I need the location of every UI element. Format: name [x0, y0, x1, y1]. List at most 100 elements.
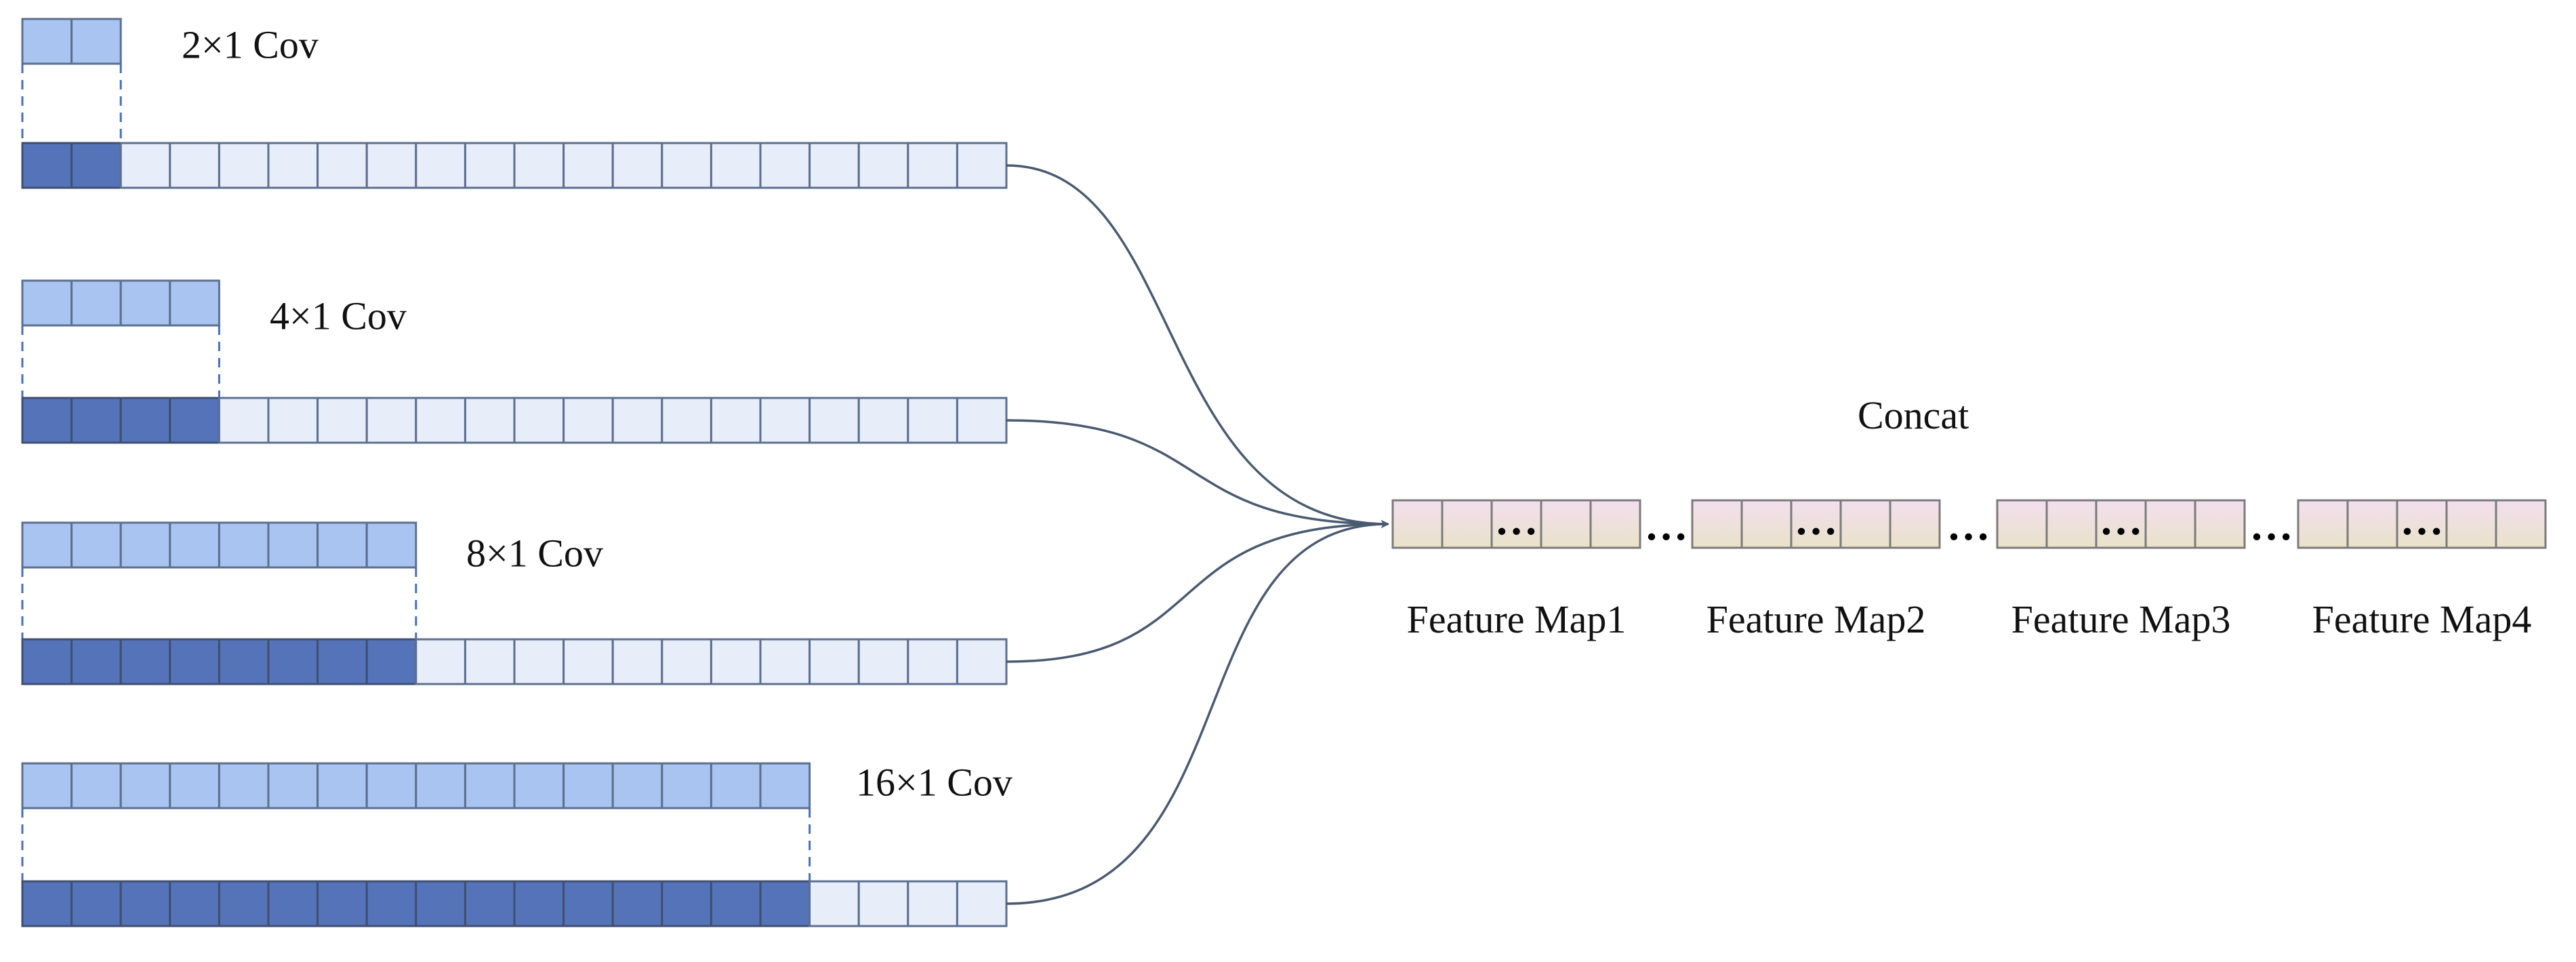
covered-sequence-cell	[169, 397, 220, 444]
kernel-cell	[70, 762, 122, 809]
feature-map: …Feature Map4	[2297, 496, 2547, 641]
sequence-cell	[661, 142, 712, 189]
kernel-cell	[365, 521, 417, 569]
kernel-cell	[316, 762, 368, 809]
sequence-cell	[759, 397, 811, 444]
feature-maps: …Feature Map1……Feature Map2……Feature Map…	[1391, 496, 2547, 641]
sequence-cell	[759, 638, 811, 685]
covered-sequence-cell	[119, 397, 171, 444]
feature-map-label: Feature Map4	[2312, 597, 2532, 641]
sequence-cell	[759, 142, 811, 189]
kernel-cell	[21, 762, 73, 809]
covered-sequence-cell	[119, 880, 171, 927]
covered-sequence-cell	[563, 880, 614, 927]
connector-arrow	[1006, 520, 1389, 905]
kernel-cell	[70, 279, 122, 327]
sequence-cell	[857, 880, 909, 927]
feature-map-cell	[2194, 499, 2246, 549]
kernel-label: 16×1 Cov	[856, 760, 1013, 804]
feature-map-cell	[2495, 499, 2547, 549]
kernel-cell	[316, 521, 368, 569]
kernel-cell	[21, 521, 73, 569]
sequence-cell	[611, 638, 663, 685]
kernel-cell	[759, 762, 811, 809]
sequence-cell	[710, 638, 762, 685]
feature-map: …Feature Map2	[1691, 496, 1941, 641]
kernel-cell	[218, 762, 270, 809]
feature-map-cell	[2346, 499, 2398, 549]
sequence-cell	[365, 142, 417, 189]
sequence-cell	[563, 142, 614, 189]
sequence-cell	[809, 880, 860, 927]
feature-map-label: Feature Map2	[1706, 597, 1926, 641]
sequence-cell	[464, 142, 516, 189]
kernel-cell	[21, 279, 73, 327]
sequence-cell	[464, 397, 516, 444]
feature-map-label: Feature Map3	[2011, 597, 2231, 641]
kernel-cell	[21, 18, 73, 65]
sequence-cell	[907, 880, 958, 927]
kernel-cell	[119, 521, 171, 569]
kernel-cell	[70, 521, 122, 569]
kernel-cell	[661, 762, 712, 809]
covered-sequence-cell	[316, 880, 368, 927]
sequence-cell	[956, 397, 1008, 444]
sequence-cell	[907, 638, 958, 685]
covered-sequence-cell	[70, 397, 122, 444]
conv-rows: 2×1 Cov 4×1 Cov 8×1 Cov 16×1 Cov	[21, 18, 1013, 927]
kernel-cell	[267, 762, 319, 809]
feature-map-cell	[1740, 499, 1793, 549]
sequence-cell	[611, 397, 663, 444]
feature-map-cell	[2095, 499, 2147, 549]
sequence-cell	[809, 638, 860, 685]
sequence-cell	[661, 638, 712, 685]
feature-map-cell	[2297, 499, 2349, 549]
feature-map-cell	[1839, 499, 1892, 549]
conv-row: 8×1 Cov	[21, 521, 1008, 685]
between-maps-ellipsis: …	[2250, 501, 2293, 549]
between-maps-ellipsis: …	[1645, 501, 1688, 549]
conv-row: 2×1 Cov	[21, 18, 1008, 189]
covered-sequence-cell	[365, 638, 417, 685]
kernel-cell	[169, 279, 220, 327]
feature-map-cell	[2045, 499, 2098, 549]
covered-sequence-cell	[267, 880, 319, 927]
feature-map-cell	[1490, 499, 1542, 549]
sequence-cell	[218, 142, 270, 189]
feature-map-cell	[2144, 499, 2196, 549]
covered-sequence-cell	[759, 880, 811, 927]
kernel-cell	[415, 762, 466, 809]
feature-map: …Feature Map3	[1996, 496, 2246, 641]
concat-label: Concat	[1858, 393, 1969, 437]
sequence-cell	[218, 397, 270, 444]
covered-sequence-cell	[169, 880, 220, 927]
kernel-cell	[464, 762, 516, 809]
sequence-cell	[316, 397, 368, 444]
kernel-label: 4×1 Cov	[270, 294, 407, 338]
kernel-cell	[710, 762, 762, 809]
kernel-cell	[611, 762, 663, 809]
sequence-cell	[365, 397, 417, 444]
covered-sequence-cell	[119, 638, 171, 685]
covered-sequence-cell	[661, 880, 712, 927]
covered-sequence-cell	[267, 638, 319, 685]
covered-sequence-cell	[70, 638, 122, 685]
feature-map-cell	[1540, 499, 1592, 549]
between-maps-ellipsis: …	[1947, 501, 1990, 549]
feature-map-ellipsis: …	[1495, 496, 1538, 544]
kernel-cell	[119, 762, 171, 809]
covered-sequence-cell	[21, 880, 73, 927]
sequence-cell	[661, 397, 712, 444]
feature-map-cell	[2396, 499, 2448, 549]
kernel-cell	[218, 521, 270, 569]
kernel-cell	[563, 762, 614, 809]
kernel-cell	[267, 521, 319, 569]
sequence-cell	[267, 397, 319, 444]
kernel-cell	[365, 762, 417, 809]
connector-arrow	[1006, 419, 1389, 528]
kernel-label: 2×1 Cov	[182, 22, 319, 66]
covered-sequence-cell	[21, 397, 73, 444]
sequence-cell	[513, 142, 565, 189]
covered-sequence-cell	[70, 142, 122, 189]
feature-map-label: Feature Map1	[1407, 597, 1627, 641]
